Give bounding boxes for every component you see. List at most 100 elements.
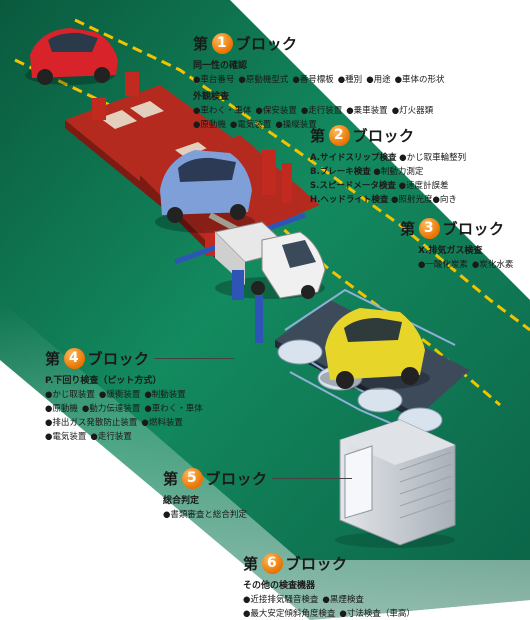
block-5-number-badge: 5 <box>181 468 203 489</box>
block-2-item-s: S.スピードメータ検査 ●速度計誤差 <box>310 179 466 191</box>
block-1-identity-items: ●車台番号●原動機型式●番号標板●種別●用途●車体の形状 <box>193 73 445 85</box>
block-2-test-note: ●かじ取車輪整列 <box>399 153 467 163</box>
block-5-item: ●書類審査と総合判定 <box>163 510 247 520</box>
block-1-heading: 第 1 ブロック <box>193 33 445 54</box>
block-1-item: ●車わく・車体 <box>193 106 252 116</box>
block-4: 第 4 ブロック P.下回り検査（ピット方式） ●かじ取装置●緩衝装置●制動装置… <box>45 348 240 442</box>
block-4-number-badge: 4 <box>63 348 85 369</box>
yellow-car <box>320 308 430 390</box>
block-6-item: ●近接排気騒音検査 <box>243 595 319 605</box>
block-4-items-c: ●排出ガス発散防止装置●燃料装置 <box>45 416 240 428</box>
block-1-item: ●車体の形状 <box>394 75 445 85</box>
block-1-item: ●電気装置 <box>229 120 272 130</box>
white-truck <box>213 221 326 299</box>
block-4-item: ●緩衝装置 <box>98 390 141 400</box>
block-6-suffix: ブロック <box>285 555 348 573</box>
block-4-items-a: ●かじ取装置●緩衝装置●制動装置 <box>45 388 240 400</box>
block-1-number-badge: 1 <box>211 33 233 54</box>
block-4-item: ●燃料装置 <box>141 418 183 428</box>
block-3-item: ●炭化水素 <box>471 260 514 270</box>
block-6-item: ●黒煙検査 <box>322 595 364 605</box>
block-1: 第 1 ブロック 同一性の確認 ●車台番号●原動機型式●番号標板●種別●用途●車… <box>193 33 445 130</box>
block-3-suffix: ブロック <box>442 220 505 238</box>
block-6: 第 6 ブロック その他の検査機器 ●近接排気騒音検査●黒煙検査 ●最大安定傾斜… <box>243 553 415 619</box>
block-2-test-note: ●照射光度●向き <box>391 195 457 205</box>
blue-car <box>155 150 255 233</box>
block-1-item: ●原動機 <box>193 120 226 130</box>
block-5-title: 総合判定 <box>163 496 200 506</box>
red-car <box>25 28 118 85</box>
block-1-suffix: ブロック <box>235 35 298 53</box>
block-3-heading: 第 3 ブロック <box>400 218 513 239</box>
block-3-prefix: 第 <box>400 220 416 238</box>
block-5-suffix: ブロック <box>205 470 268 488</box>
block-1-item: ●保安装置 <box>255 106 297 116</box>
block-1-title-visual: 外観検査 <box>193 92 230 102</box>
block-2-test-name: H.ヘッドライト検査 <box>310 195 389 205</box>
block-2-test-name: S.スピードメータ検査 <box>310 181 396 191</box>
block-2-item-a: A.サイドスリップ検査 ●かじ取車輪整列 <box>310 151 466 163</box>
block-2-test-name: B.ブレーキ検査 <box>310 167 371 177</box>
block-2-test-name: A.サイドスリップ検査 <box>310 153 397 163</box>
block-4-item: ●電気装置 <box>45 432 87 442</box>
block-4-item: ●動力伝達装置 <box>81 404 141 414</box>
block-1-item: ●灯火器類 <box>391 106 434 116</box>
block-1-item: ●車台番号 <box>193 75 235 85</box>
block-4-item: ●かじ取装置 <box>45 390 95 400</box>
block-1-item: ●番号標板 <box>292 75 334 85</box>
block-3: 第 3 ブロック X.排気ガス検査 ●一酸化炭素●炭化水素 <box>400 218 513 270</box>
block-5-items: ●書類審査と総合判定 <box>163 508 358 520</box>
block-4-leader-line <box>153 358 234 359</box>
block-4-suffix: ブロック <box>87 350 150 368</box>
block-1-item: ●原動機型式 <box>238 75 289 85</box>
block-3-number-badge: 3 <box>418 218 440 239</box>
block-2-test-note: ●速度計誤差 <box>398 181 449 191</box>
block-2-item-h: H.ヘッドライト検査 ●照射光度●向き <box>310 193 466 205</box>
block-2-test-note: ●制動力測定 <box>373 167 424 177</box>
block-4-item: ●走行装置 <box>90 432 132 442</box>
block-3-items: ●一酸化炭素●炭化水素 <box>418 258 513 270</box>
block-6-number-badge: 6 <box>261 553 283 574</box>
block-1-prefix: 第 <box>193 35 209 53</box>
block-2-item-b: B.ブレーキ検査 ●制動力測定 <box>310 165 466 177</box>
block5-judgment-booth <box>335 419 456 548</box>
block-5-prefix: 第 <box>163 470 179 488</box>
block-6-item: ●最大安定傾斜角度検査 <box>243 609 336 619</box>
block-4-heading: 第 4 ブロック <box>45 348 240 369</box>
block-1-item: ●乗車装置 <box>346 106 388 116</box>
block-4-items-d: ●電気装置●走行装置 <box>45 430 240 442</box>
block-6-item: ●寸法検査（車高） <box>339 609 415 619</box>
block-6-heading: 第 6 ブロック <box>243 553 415 574</box>
block-3-item: ●一酸化炭素 <box>418 260 468 270</box>
block-5-leader-line <box>271 478 352 479</box>
block-1-item: ●操縦装置 <box>275 120 317 130</box>
block-6-items-a: ●近接排気騒音検査●黒煙検査 <box>243 593 415 605</box>
block-4-title: P.下回り検査（ピット方式） <box>45 376 162 386</box>
block-4-item: ●制動装置 <box>144 390 186 400</box>
block-2-prefix: 第 <box>310 127 326 145</box>
block-5-heading: 第 5 ブロック <box>163 468 358 489</box>
block-4-prefix: 第 <box>45 350 61 368</box>
block-2-suffix: ブロック <box>352 127 415 145</box>
block-2-number-badge: 2 <box>328 125 350 146</box>
block-6-title: その他の検査機器 <box>243 581 316 591</box>
block-5: 第 5 ブロック 総合判定 ●書類審査と総合判定 <box>163 468 358 520</box>
block-1-visual-items-a: ●車わく・車体●保安装置●走行装置●乗車装置●灯火器類 <box>193 104 445 116</box>
block-3-title: X.排気ガス検査 <box>418 246 483 256</box>
block-1-item: ●走行装置 <box>300 106 343 116</box>
block-6-items-b: ●最大安定傾斜角度検査●寸法検査（車高） <box>243 607 415 619</box>
block-2: 第 2 ブロック A.サイドスリップ検査 ●かじ取車輪整列 B.ブレーキ検査 ●… <box>310 125 466 205</box>
block-1-visual-items-b: ●原動機●電気装置●操縦装置 <box>193 118 445 130</box>
block-1-title-identity: 同一性の確認 <box>193 61 248 71</box>
block-6-prefix: 第 <box>243 555 259 573</box>
block-4-items-b: ●原動機●動力伝達装置●車わく・車体 <box>45 402 240 414</box>
lane-stripe-right <box>74 18 530 332</box>
block-1-item: ●種別 <box>337 75 363 85</box>
block-1-item: ●用途 <box>366 75 391 85</box>
block-2-heading: 第 2 ブロック <box>310 125 466 146</box>
block-4-item: ●車わく・車体 <box>144 404 203 414</box>
block-4-item: ●原動機 <box>45 404 78 414</box>
block1-posts <box>92 72 139 120</box>
